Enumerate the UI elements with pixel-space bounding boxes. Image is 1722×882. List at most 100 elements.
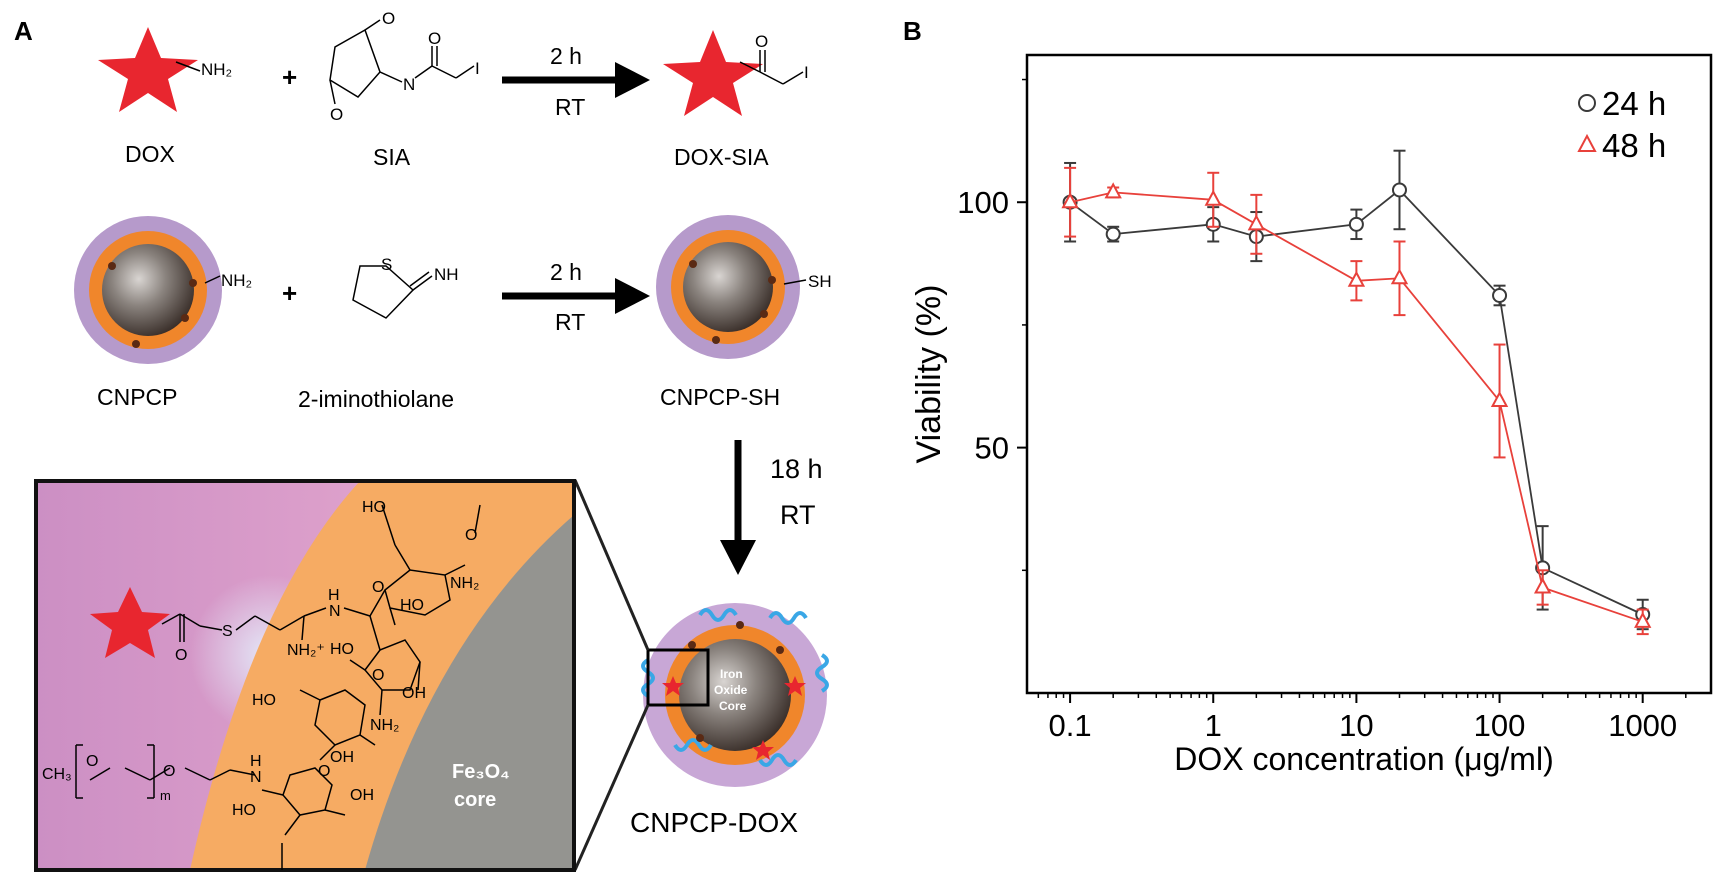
sia-oxygen-bottom: O xyxy=(330,105,343,124)
sia-label: SIA xyxy=(373,144,411,170)
dox-sia-label: DOX-SIA xyxy=(674,144,769,170)
cnpcp-sh-particle xyxy=(656,215,800,359)
data-point-triangle xyxy=(1104,182,1122,199)
plus-1: + xyxy=(282,62,297,92)
zoom-label-ho4: HO xyxy=(252,692,276,709)
sia-oxygen-acyl: O xyxy=(428,29,441,48)
arrow-3-time: 18 h xyxy=(770,454,823,484)
zoom-label-ch3: CH₃ xyxy=(42,766,72,783)
iminothiolane-label: 2-iminothiolane xyxy=(298,386,454,412)
data-point-triangle xyxy=(1247,214,1266,231)
dox-sia-star xyxy=(663,30,763,116)
zoom-label-m: m xyxy=(160,788,171,803)
arrow-1-time: 2 h xyxy=(550,43,582,69)
cnpcp-dox-label: CNPCP-DOX xyxy=(630,807,798,838)
plot-frame xyxy=(1025,53,1713,695)
x-tick-label: 10 xyxy=(1339,708,1373,743)
panel-a-label: A xyxy=(14,16,33,46)
zoom-label-nh2-2: NH₂ xyxy=(370,717,399,734)
series-line-1 xyxy=(1069,191,1643,623)
data-point-triangle xyxy=(1634,611,1652,628)
zoom-label-s1: S xyxy=(222,623,233,640)
data-point-triangle xyxy=(1061,192,1079,209)
arrow-1-temp: RT xyxy=(555,94,585,120)
cnpcp-particle xyxy=(74,216,222,364)
dox-amine-label: NH₂ xyxy=(201,60,232,79)
y-tick-label: 50 xyxy=(975,431,1009,466)
data-point-triangle xyxy=(1533,577,1552,594)
data-point-circle xyxy=(1105,226,1121,242)
zoom-inset: Fe₃O₄ core xyxy=(34,479,576,872)
legend-marker-triangle xyxy=(1577,133,1597,152)
panel-a: A NH₂ DOX + O O N O I SIA 2 h RT xyxy=(14,9,832,872)
zoom-label-o-peg1: O xyxy=(86,753,98,770)
chart-layer: 0.1 1 10 100 1000 50 100 24 h 48 h xyxy=(957,78,1687,743)
data-point-circle xyxy=(1391,182,1407,198)
x-tick-label: 1000 xyxy=(1608,708,1677,743)
arrow-2-temp: RT xyxy=(555,309,585,335)
zoom-line-bottom xyxy=(573,704,650,871)
cnpcp-dox-particle xyxy=(641,603,829,787)
x-axis-label: DOX concentration (μg/ml) xyxy=(1174,741,1553,777)
zoom-chemical-bonds xyxy=(75,504,481,870)
panel-b-label: B xyxy=(903,16,922,46)
zoom-label-oh1: OH xyxy=(402,685,426,702)
zoom-label-n2: N xyxy=(250,769,262,786)
zoom-label-n1: N xyxy=(329,603,341,620)
zoom-label-o4: O xyxy=(318,763,330,780)
iminothiolane-sulfur: S xyxy=(381,255,392,274)
zoom-label-o1: O xyxy=(465,527,477,544)
zoom-label-ho2: HO xyxy=(400,597,424,614)
y-tick-label: 100 xyxy=(957,185,1009,220)
dox-sia-oxygen: O xyxy=(755,32,768,51)
zoom-label-o-peg2: O xyxy=(163,763,175,780)
data-point-triangle xyxy=(1204,189,1222,206)
legend-label: 48 h xyxy=(1602,127,1666,164)
arrow-2-time: 2 h xyxy=(550,259,582,285)
core-label-1: Iron xyxy=(720,667,743,681)
zoom-label-ho1: HO xyxy=(362,499,386,516)
x-tick-label: 100 xyxy=(1474,708,1526,743)
zoom-label-h-n: H xyxy=(328,587,340,604)
sia-structure xyxy=(329,19,475,105)
zoom-label-oh3: OH xyxy=(350,787,374,804)
arrow-3-temp: RT xyxy=(780,500,816,530)
dox-sia-iodo: I xyxy=(804,63,809,82)
zoom-label-o3: O xyxy=(372,667,384,684)
zoom-dox-star xyxy=(90,587,170,658)
series-line-0 xyxy=(1069,188,1644,616)
cnpcp-sh-thiol: SH xyxy=(808,272,832,291)
dox-star xyxy=(98,27,198,112)
zoom-label-nh2-1: NH₂ xyxy=(450,575,479,592)
x-tick-label: 0.1 xyxy=(1049,708,1092,743)
cnpcp-label: CNPCP xyxy=(97,384,178,410)
data-point-circle xyxy=(1492,287,1508,303)
core-label-2: Oxide xyxy=(714,683,748,697)
iminothiolane-imine: NH xyxy=(434,265,459,284)
zoom-label-ho3: HO xyxy=(330,641,354,658)
sia-iodo: I xyxy=(475,59,480,78)
zoom-core-label-2: core xyxy=(454,789,496,811)
zoom-line-top xyxy=(573,479,650,651)
data-point-triangle xyxy=(1390,268,1409,285)
legend-label: 24 h xyxy=(1602,85,1666,122)
iminothiolane-structure xyxy=(352,265,433,319)
legend-marker-circle xyxy=(1578,94,1596,112)
dox-label: DOX xyxy=(125,141,175,167)
cnpcp-amine-label: NH₂ xyxy=(221,271,252,290)
data-point-triangle xyxy=(1490,390,1509,407)
zoom-label-o-keto: O xyxy=(175,647,187,664)
zoom-core-label-1: Fe₃O₄ xyxy=(452,761,510,783)
x-tick-label: 1 xyxy=(1205,708,1222,743)
cnpcp-sh-label: CNPCP-SH xyxy=(660,384,780,410)
sia-nitrogen: N xyxy=(403,75,415,94)
zoom-label-o2: O xyxy=(372,579,384,596)
sia-oxygen-top: O xyxy=(382,9,395,28)
plus-2: + xyxy=(282,278,297,308)
core-label-3: Core xyxy=(719,699,747,713)
data-point-circle xyxy=(1348,216,1364,232)
data-point-triangle xyxy=(1347,270,1366,287)
zoom-label-ho5: HO xyxy=(232,802,256,819)
